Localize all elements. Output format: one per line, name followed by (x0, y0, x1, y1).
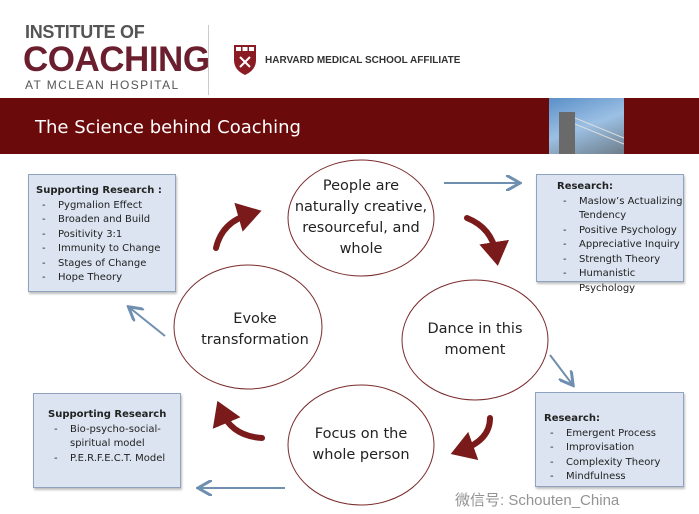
node-top: People are naturally creative, resourcef… (294, 178, 428, 257)
node-left: Evoke transformation (201, 311, 309, 348)
node-bottom: Focus on the whole person (312, 426, 410, 463)
list-item: Maslow’s Actualizing Tendency (557, 195, 683, 224)
box-heading: Supporting Research (48, 409, 167, 420)
node-top-ellipse (287, 159, 435, 277)
arrow-red-bottom-right (450, 415, 493, 461)
list-item: Humanistic Psychology (557, 267, 683, 296)
node-left-ellipse (173, 264, 323, 390)
box-heading: Research: (557, 181, 613, 192)
bridge-photo (549, 98, 625, 154)
logo-line-1: INSTITUTE OF (25, 22, 145, 42)
node-bottom-ellipse (287, 384, 435, 506)
slide-title: The Science behind Coaching (35, 117, 301, 138)
box-heading: Research: (544, 413, 600, 424)
list-item: Pygmalion Effect (36, 199, 175, 214)
arrow-blue-left (130, 308, 166, 337)
research-box-top-right: Research: Maslow’s Actualizing Tendency … (536, 174, 684, 294)
logo-line-2: COACHING (23, 40, 210, 79)
list-item: Immunity to Change (36, 242, 175, 257)
list-item: Emergent Process (544, 427, 683, 442)
affiliate-label: HARVARD MEDICAL SCHOOL AFFILIATE (265, 55, 461, 66)
research-box-bottom-left: Supporting Research Bio-psycho-social-sp… (33, 393, 181, 488)
list-item: Mindfulness (544, 470, 683, 485)
research-box-bottom-right: Research: Emergent Process Improvisation… (535, 392, 684, 487)
list-item: Appreciative Inquiry (557, 238, 683, 253)
list-item: Bio-psycho-social-spiritual model (48, 423, 174, 452)
list-item: Positivity 3:1 (36, 228, 175, 243)
arrow-red-top-left (213, 202, 262, 251)
arrow-blue-right (549, 354, 572, 384)
node-right-ellipse (401, 279, 549, 401)
list-item: Hope Theory (36, 271, 175, 286)
list-item: Positive Psychology (557, 224, 683, 239)
node-right: Dance in this moment (427, 321, 523, 358)
box-heading: Supporting Research : (36, 185, 162, 196)
arrow-red-bottom-left (212, 400, 265, 441)
list-item: Stages of Change (36, 257, 175, 272)
arrow-red-top-right (464, 215, 509, 266)
list-item: P.E.R.F.E.C.T. Model (48, 452, 174, 467)
list-item: Strength Theory (557, 253, 683, 268)
list-item: Improvisation (544, 441, 683, 456)
list-item: Complexity Theory (544, 456, 683, 471)
watermark: 微信号: Schouten_China (455, 492, 620, 509)
harvard-shield-icon (234, 45, 256, 75)
header-divider (208, 25, 209, 95)
list-item: Broaden and Build (36, 213, 175, 228)
logo-line-3: AT MCLEAN HOSPITAL (25, 78, 180, 92)
research-box-top-left: Supporting Research : Pygmalion Effect B… (28, 174, 176, 292)
